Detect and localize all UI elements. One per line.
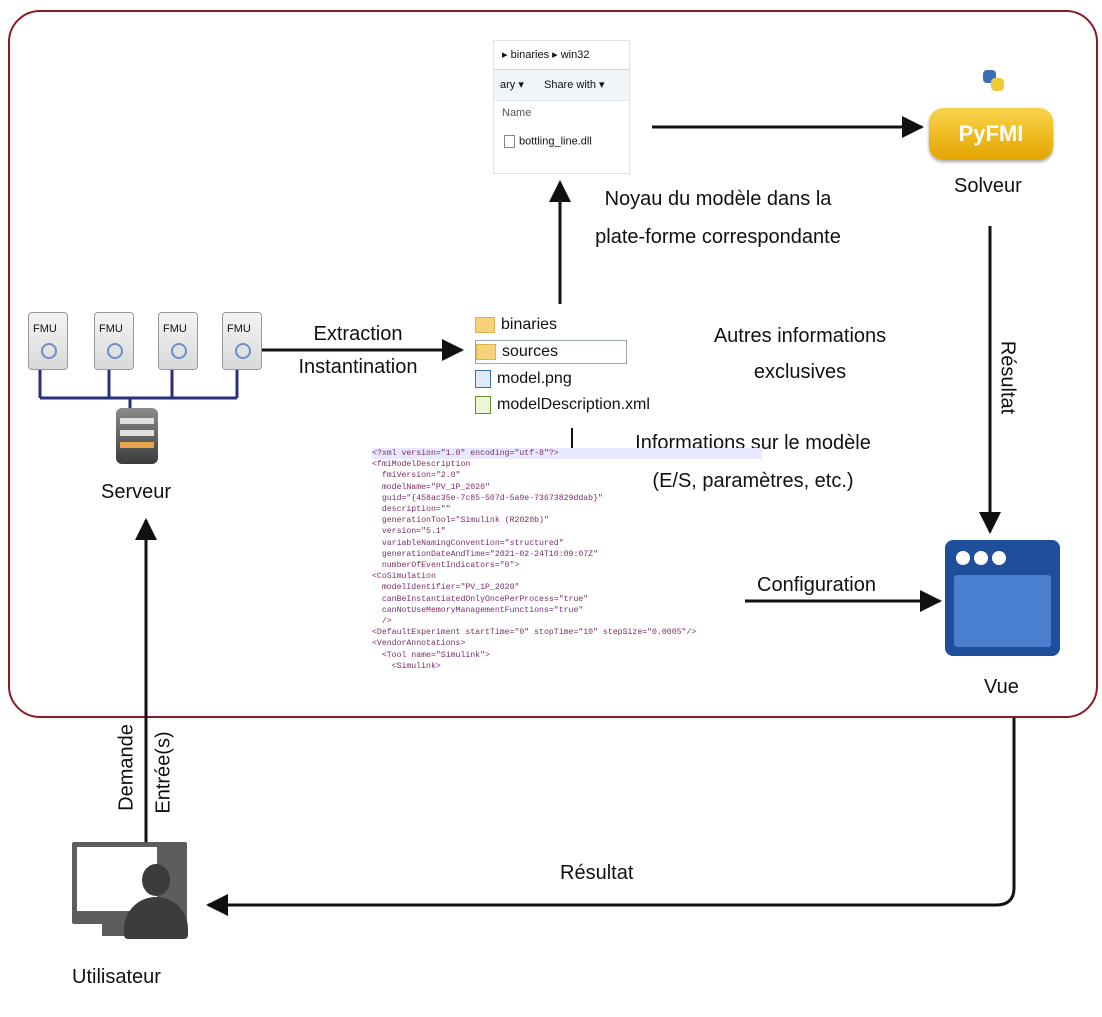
gear-icon bbox=[41, 343, 57, 359]
xml-line: fmiVersion="2.0" bbox=[372, 471, 461, 481]
xml-line: <VendorAnnotations> bbox=[372, 639, 466, 649]
xml-line: guid="{458ac35e-7c85-507d-5a9e-73673829d… bbox=[372, 493, 603, 503]
demande-label: Demande bbox=[115, 724, 138, 811]
noyau-label-line1: Noyau du modèle dans la bbox=[604, 188, 832, 210]
xml-line: <DefaultExperiment startTime="0" stopTim… bbox=[372, 628, 697, 638]
image-file-icon bbox=[475, 369, 491, 388]
arrow-vue-to-utilisateur bbox=[206, 718, 1016, 916]
xml-line: canBeInstantiatedOnlyOncePerProcess="tru… bbox=[372, 594, 589, 604]
folder-icon bbox=[476, 343, 496, 360]
file-item-modeldescription[interactable]: modelDescription.xml bbox=[475, 394, 650, 416]
window-dot bbox=[974, 551, 988, 565]
xml-file-icon bbox=[475, 395, 491, 414]
pyfmi-logo: PyFMI bbox=[929, 108, 1053, 160]
extraction-label-line1: Extraction bbox=[313, 323, 403, 345]
folder-item-sources[interactable]: sources bbox=[475, 340, 627, 364]
fmu-module: FMU bbox=[94, 312, 134, 370]
fmu-content-list: binaries sources model.png modelDescript… bbox=[470, 308, 710, 428]
configuration-label: Configuration bbox=[757, 574, 876, 596]
server-icon bbox=[112, 408, 162, 466]
extraction-label-line2: Instantination bbox=[298, 356, 418, 378]
window-dot bbox=[956, 551, 970, 565]
breadcrumb: ▸ binaries ▸ win32 bbox=[494, 41, 629, 70]
window-pane bbox=[954, 575, 1051, 647]
gear-icon bbox=[235, 343, 251, 359]
fmu-label: FMU bbox=[33, 323, 57, 335]
vue-label: Vue bbox=[984, 676, 1019, 698]
fmu-bus bbox=[38, 370, 239, 412]
xml-line: modelIdentifier="PV_1P_2020" bbox=[372, 583, 520, 593]
fmu-group: FMU FMU FMU FMU bbox=[28, 312, 268, 382]
file-item-model-png[interactable]: model.png bbox=[475, 368, 572, 390]
fmu-label: FMU bbox=[163, 323, 187, 335]
informations-label-line2: (E/S, paramètres, etc.) bbox=[652, 470, 854, 492]
fmu-module: FMU bbox=[222, 312, 262, 370]
autres-label: Autres informations exclusives bbox=[690, 318, 910, 390]
window-dot bbox=[992, 551, 1006, 565]
xml-line: <Simulink> bbox=[372, 661, 441, 671]
autres-label-line2: exclusives bbox=[753, 361, 847, 383]
folder-icon bbox=[475, 316, 495, 333]
explorer-toolbar: ary ▾ Share with ▾ bbox=[494, 70, 629, 101]
xml-line: modelName="PV_1P_2020" bbox=[372, 482, 490, 492]
file-name: sources bbox=[502, 343, 559, 360]
xml-line: <Tool name="Simulink"> bbox=[372, 650, 490, 660]
noyau-label-line2: plate-forme correspondante bbox=[595, 226, 841, 248]
file-name: modelDescription.xml bbox=[497, 396, 650, 413]
python-icon bbox=[983, 70, 1005, 92]
xml-line: description="" bbox=[372, 505, 451, 515]
serveur-label: Serveur bbox=[101, 481, 172, 503]
xml-line: <fmiModelDescription bbox=[372, 460, 471, 470]
file-item[interactable]: bottling_line.dll bbox=[494, 125, 629, 148]
fmu-label: FMU bbox=[99, 323, 123, 335]
xml-line: <?xml version="1.0" encoding="utf-8"?> bbox=[372, 448, 762, 460]
resultat-vertical-label: Résultat bbox=[996, 340, 1019, 415]
extraction-label: Extraction Instantination bbox=[278, 318, 438, 384]
file-name: model.png bbox=[497, 370, 572, 387]
share-with-button[interactable]: Share with ▾ bbox=[543, 79, 605, 91]
solveur-label: Solveur bbox=[954, 175, 1022, 197]
resultat-bottom-label: Résultat bbox=[560, 862, 634, 884]
xml-line: <CoSimulation bbox=[372, 572, 436, 582]
xml-line: generationTool="Simulink (R2020b)" bbox=[372, 516, 549, 526]
column-header-name: Name bbox=[502, 107, 532, 119]
folder-item-binaries[interactable]: binaries bbox=[475, 314, 557, 336]
utilisateur-label: Utilisateur bbox=[72, 966, 161, 988]
user-silhouette-icon bbox=[142, 864, 170, 896]
model-description-xml: <?xml version="1.0" encoding="utf-8"?><f… bbox=[372, 448, 762, 720]
noyau-label: Noyau du modèle dans la plate-forme corr… bbox=[568, 180, 868, 256]
library-button[interactable]: ary ▾ bbox=[500, 79, 524, 91]
gear-icon bbox=[171, 343, 187, 359]
entrees-label: Entrée(s) bbox=[152, 731, 175, 814]
system-boundary-frame bbox=[8, 10, 1098, 718]
user-computer-icon bbox=[72, 842, 190, 942]
vue-window-icon bbox=[945, 540, 1060, 656]
xml-line: variableNamingConvention="structured" bbox=[372, 538, 564, 548]
xml-line: /> bbox=[372, 617, 392, 627]
file-name: bottling_line.dll bbox=[519, 135, 592, 148]
xml-line: numberOfEventIndicators="0"> bbox=[372, 561, 520, 571]
xml-line: generationDateAndTime="2021-02-24T10:09:… bbox=[372, 549, 599, 559]
fmu-module: FMU bbox=[28, 312, 68, 370]
fmu-label: FMU bbox=[227, 323, 251, 335]
dll-file-icon bbox=[504, 135, 515, 148]
gear-icon bbox=[107, 343, 123, 359]
fmu-module: FMU bbox=[158, 312, 198, 370]
file-name: binaries bbox=[501, 316, 558, 333]
file-explorer-window: ▸ binaries ▸ win32 ary ▾ Share with ▾ Na… bbox=[493, 40, 630, 174]
xml-line: canNotUseMemoryManagementFunctions="true… bbox=[372, 605, 584, 615]
xml-line: version="5.1" bbox=[372, 527, 446, 537]
autres-label-line1: Autres informations bbox=[713, 325, 887, 347]
